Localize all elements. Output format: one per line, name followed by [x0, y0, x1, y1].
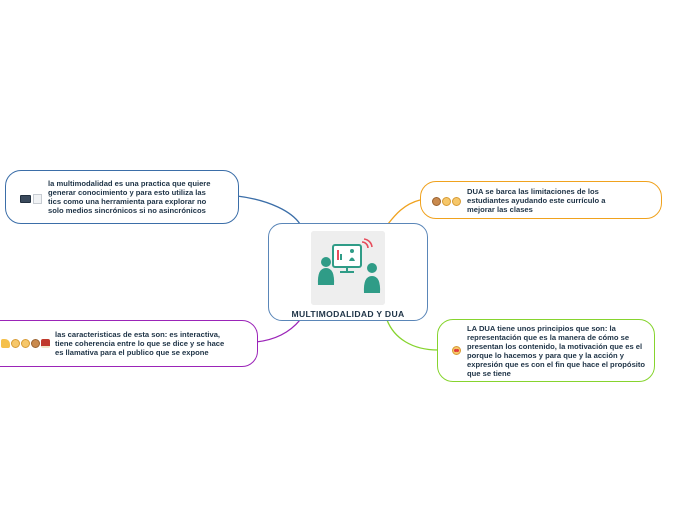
people-presentation-illustration: [311, 231, 385, 305]
connector-right-top: [387, 199, 421, 225]
central-topic-title: MULTIMODALIDAD Y DUA: [291, 309, 405, 319]
branch-icons: [20, 194, 42, 204]
baby-icon: [11, 339, 20, 348]
branch-icons: [452, 346, 462, 355]
branch-text: LA DUA tiene unos principios que son: la…: [467, 323, 646, 378]
girl-icon: [432, 197, 441, 206]
branch-node-dua-principios[interactable]: LA DUA tiene unos principios que son: la…: [437, 319, 655, 382]
branch-text: DUA se barca las limitaciones de los est…: [467, 186, 606, 214]
branch-node-multimodalidad[interactable]: la multimodalidad es una practica que qu…: [5, 170, 239, 224]
branch-text: la multimodalidad es una practica que qu…: [48, 179, 211, 215]
connector-left-top: [236, 195, 301, 225]
boy-icon: [452, 197, 461, 206]
thumbs-up-icon: [1, 339, 10, 348]
central-topic-node[interactable]: MULTIMODALIDAD Y DUA: [268, 223, 428, 321]
connector-right-bottom: [386, 319, 439, 351]
branch-icons: [432, 197, 462, 206]
connector-left-bottom: [255, 319, 301, 343]
branch-node-dua-limitaciones[interactable]: DUA se barca las limitaciones de los est…: [420, 181, 662, 219]
books-icon: [41, 339, 50, 348]
paper-icon: [33, 194, 42, 204]
branch-node-caracteristicas[interactable]: las caracteristicas de esta son: es inte…: [0, 320, 258, 367]
girl-icon: [31, 339, 40, 348]
boy-icon: [21, 339, 30, 348]
branch-icons: [1, 339, 51, 348]
branch-text: las caracteristicas de esta son: es inte…: [55, 330, 225, 357]
baby-icon: [442, 197, 451, 206]
computer-icon: [20, 195, 31, 203]
star-struck-icon: [452, 346, 461, 355]
